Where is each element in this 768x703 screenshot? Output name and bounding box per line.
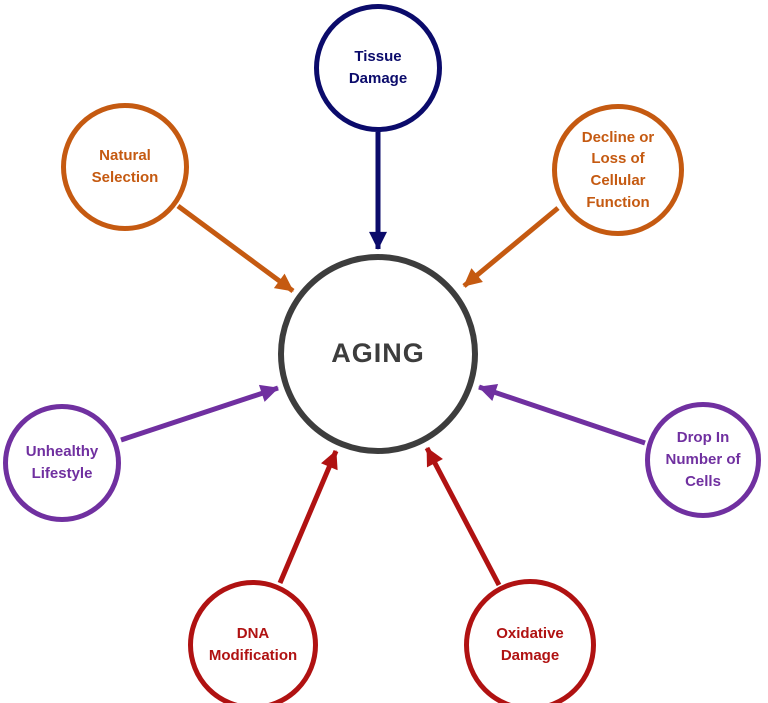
node-natural-selection-label: Natural Selection bbox=[91, 147, 159, 186]
arrow-unhealthy-lifestyle-to-aging bbox=[120, 384, 279, 443]
node-unhealthy-lifestyle-label: Unhealthy Lifestyle bbox=[25, 443, 99, 482]
node-tissue-damage-label: Tissue Damage bbox=[348, 48, 408, 87]
node-tissue-damage: Tissue Damage bbox=[314, 4, 442, 132]
node-dna-modification-label: DNA Modification bbox=[208, 625, 298, 664]
node-natural-selection: Natural Selection bbox=[61, 103, 189, 231]
arrow-natural-selection-to-aging bbox=[176, 203, 295, 294]
arrow-dna-modification-to-aging bbox=[277, 450, 339, 584]
node-aging-label: AGING bbox=[331, 338, 425, 369]
node-drop-number-of-cells-label: Drop In Number of Cells bbox=[665, 429, 741, 490]
node-unhealthy-lifestyle: Unhealthy Lifestyle bbox=[3, 404, 121, 522]
node-oxidative-damage: Oxidative Damage bbox=[464, 579, 596, 703]
node-aging-center: AGING bbox=[278, 254, 478, 454]
arrow-oxidative-damage-to-aging bbox=[424, 446, 502, 587]
node-oxidative-damage-label: Oxidative Damage bbox=[496, 625, 564, 664]
arrow-decline-cellular-function-to-aging bbox=[462, 206, 560, 288]
node-decline-cellular-function: Decline or Loss of Cellular Function bbox=[552, 104, 684, 236]
node-drop-number-of-cells: Drop In Number of Cells bbox=[645, 402, 761, 518]
node-decline-cellular-function-label: Decline or Loss of Cellular Function bbox=[581, 128, 655, 211]
node-dna-modification: DNA Modification bbox=[188, 580, 318, 703]
arrow-drop-number-of-cells-to-aging bbox=[478, 383, 646, 446]
